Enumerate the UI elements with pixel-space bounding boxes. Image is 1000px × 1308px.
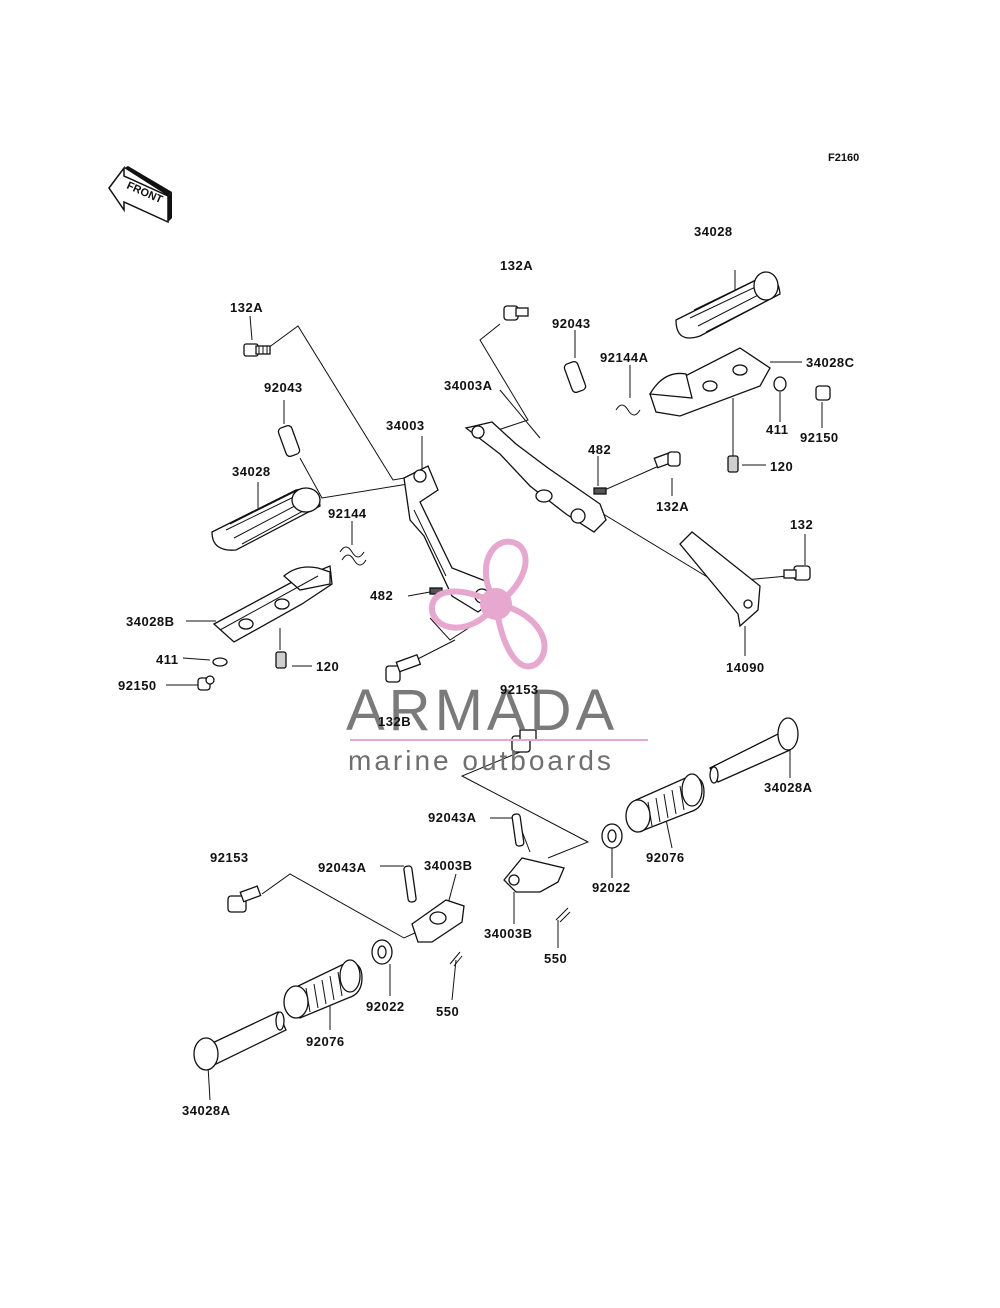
clip-482-right <box>593 487 607 495</box>
callout-label: 411 <box>156 652 178 667</box>
watermark: ARMADA marine outboards <box>346 538 648 776</box>
callout-label: 92144 <box>328 506 367 521</box>
bracket-34003a <box>464 421 607 533</box>
rubber-92076-right <box>625 773 705 833</box>
callout-label: 92144A <box>600 350 649 365</box>
callout-label: 132A <box>230 300 263 315</box>
spring-92144 <box>339 546 367 566</box>
bolt-92150-left <box>197 675 215 691</box>
callout-label: 132A <box>656 499 689 514</box>
washer-411-left <box>212 657 228 667</box>
washer-hole-left <box>377 945 387 959</box>
pin-92043a-left <box>403 865 417 903</box>
callout-label: 550 <box>436 1004 459 1019</box>
bracket-34003b-left <box>411 899 465 943</box>
callout-label: 92150 <box>800 430 839 445</box>
callout-label: 92022 <box>366 999 405 1014</box>
spring-92144a <box>615 404 641 416</box>
callout-label: 34003 <box>386 418 425 433</box>
callout-label: 92153 <box>210 850 249 865</box>
callout-label: 92076 <box>646 850 685 865</box>
rubber-34028-left <box>211 487 321 551</box>
cotter-550-right <box>555 907 571 923</box>
bolt-92153-left <box>227 885 262 913</box>
bolt-120-right <box>727 455 739 473</box>
peg-34028a-right <box>709 717 799 784</box>
bolt-120-left <box>275 651 287 669</box>
cover-14090 <box>679 531 761 628</box>
callout-label: 92043 <box>264 380 303 395</box>
callout-label: 132A <box>500 258 533 273</box>
figure-code: F2160 <box>828 152 859 164</box>
peg-34028a-left <box>193 1011 287 1071</box>
callout-label: 14090 <box>726 660 765 675</box>
callout-label: 34028 <box>232 464 271 479</box>
callout-label: 92022 <box>592 880 631 895</box>
pin-92043-left <box>277 424 301 458</box>
callout-label: 92153 <box>500 682 539 697</box>
washer-411-right <box>773 376 787 392</box>
callout-labels: 132A 132A 34028 92043 92144A 34028C 3400… <box>118 224 855 1118</box>
callout-label: 550 <box>544 951 567 966</box>
front-arrow-icon: FRONT <box>108 165 172 224</box>
right-footpeg-assembly <box>464 271 831 628</box>
watermark-tagline: marine outboards <box>348 745 614 776</box>
callout-label: 34028C <box>806 355 855 370</box>
bolt-132a-left <box>243 343 271 357</box>
washer-hole <box>607 829 617 843</box>
callout-label: 132B <box>378 714 411 729</box>
callout-label: 482 <box>370 588 393 603</box>
callout-label: 132 <box>790 517 813 532</box>
leader-lines <box>166 270 823 1101</box>
callout-label: 120 <box>770 459 793 474</box>
callout-label: 34028A <box>182 1103 231 1118</box>
pin-92043-right <box>563 360 587 394</box>
bolt-132a-mid <box>653 451 681 469</box>
callout-label: 92043 <box>552 316 591 331</box>
passenger-peg-assembly <box>193 717 799 1071</box>
callout-label: 34003B <box>484 926 533 941</box>
bracket-34003b-right <box>503 857 565 893</box>
callout-label: 34003B <box>424 858 473 873</box>
bolt-132 <box>783 565 811 581</box>
callout-label: 34003A <box>444 378 493 393</box>
callout-label: 482 <box>588 442 611 457</box>
callout-label: 92076 <box>306 1034 345 1049</box>
rubber-92076-left <box>283 959 363 1019</box>
rubber-34028-right <box>675 271 781 339</box>
footpeg-34028c <box>648 347 771 417</box>
cotter-550-left <box>449 951 463 967</box>
callout-label: 34028 <box>694 224 733 239</box>
bolt-132a-top <box>503 305 529 321</box>
propeller-logo-icon <box>429 538 548 670</box>
callout-label: 92043A <box>318 860 367 875</box>
callout-label: 92043A <box>428 810 477 825</box>
callout-label: 120 <box>316 659 339 674</box>
callout-label: 34028B <box>126 614 175 629</box>
callout-label: 411 <box>766 422 788 437</box>
callout-label: 34028A <box>764 780 813 795</box>
watermark-brand: ARMADA <box>346 678 618 743</box>
pin-92043a-right <box>511 813 525 847</box>
callout-label: 92150 <box>118 678 157 693</box>
bolt-132b <box>385 653 422 683</box>
footpeg-34028b <box>212 565 333 643</box>
bolt-92150-right <box>815 385 831 401</box>
